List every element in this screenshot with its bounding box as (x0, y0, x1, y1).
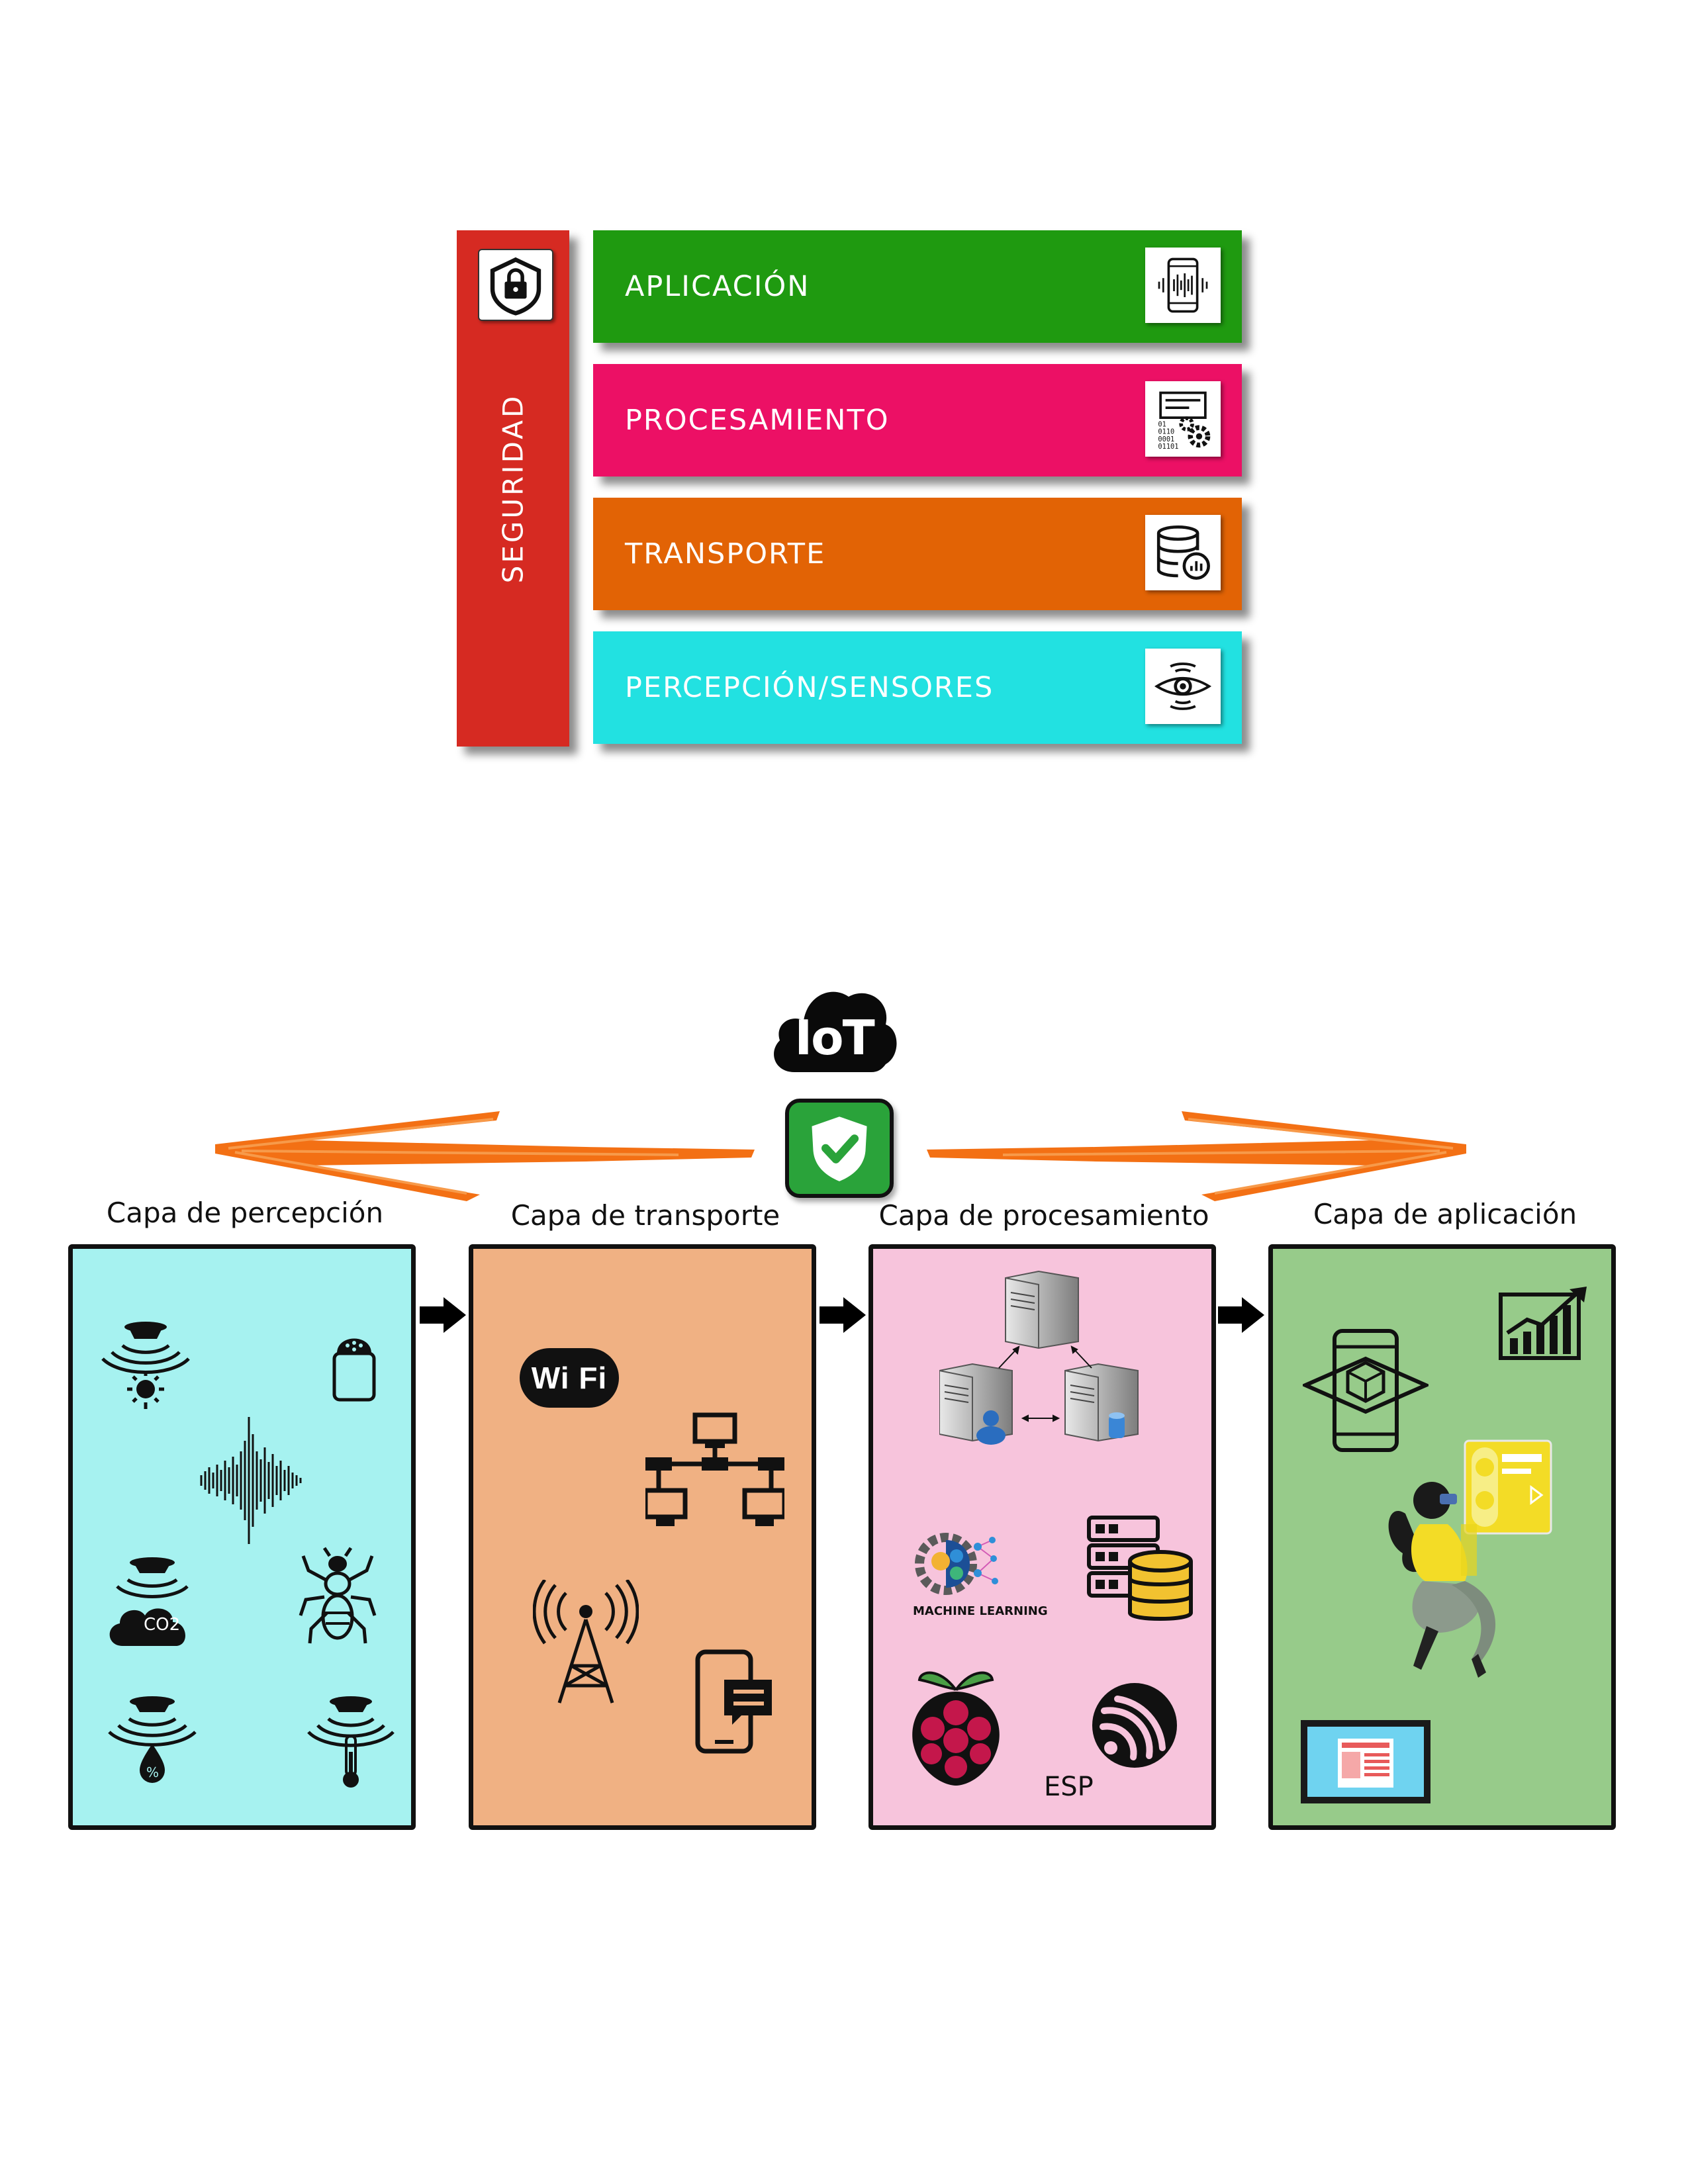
iot-cloud: IoT (768, 973, 900, 1079)
column-title-application: Capa de aplicación (1313, 1198, 1577, 1230)
cell-tower-icon (533, 1580, 639, 1704)
column-application (1268, 1244, 1616, 1830)
security-label: SEGURIDAD (496, 393, 530, 584)
flow-arrow-1 (420, 1297, 466, 1336)
co2-sensor-icon (109, 1557, 189, 1646)
server-top (1005, 1270, 1079, 1349)
layer-processing-icon-box: 01 0110 0001 01101 (1145, 381, 1221, 457)
vibration-waveform-icon (200, 1417, 302, 1544)
svg-text:0001: 0001 (1158, 435, 1174, 443)
mobile-chat-icon (695, 1649, 772, 1754)
security-shield-badge (785, 1099, 894, 1198)
svg-text:01101: 01101 (1158, 443, 1178, 450)
co2-label: CO2 (144, 1615, 181, 1635)
sensor-eye-icon (1154, 662, 1212, 710)
arrow-right-icon (927, 1111, 1466, 1201)
machine-learning-label: MACHINE LEARNING (913, 1604, 1048, 1618)
svg-text:0110: 0110 (1158, 428, 1174, 436)
layer-application-icon-box (1145, 248, 1221, 323)
server-cluster-icon (939, 1270, 1139, 1445)
insect-icon (299, 1547, 377, 1644)
salt-shaker-sensor-icon (332, 1338, 376, 1402)
layer-processing-label: PROCESAMIENTO (625, 404, 890, 437)
right-arrow-icon (1218, 1297, 1264, 1333)
security-icon-box (478, 249, 553, 321)
svg-text:01: 01 (1158, 420, 1166, 428)
security-bar: SEGURIDAD (457, 230, 569, 747)
column-title-transport: Capa de transporte (510, 1199, 780, 1232)
column-title-perception: Capa de percepción (106, 1197, 384, 1229)
server-right (1064, 1363, 1139, 1442)
temperature-sensor-icon (307, 1696, 395, 1788)
iot-label: IoT (794, 1010, 874, 1066)
database-chart-icon (1156, 525, 1210, 580)
column-processing: MACHINE LEARNING ESP (868, 1244, 1216, 1830)
layer-perception: PERCEPCIÓN/SENSORES (593, 631, 1242, 744)
growth-chart-icon (1499, 1287, 1587, 1360)
layer-transport: TRANSPORTE (593, 498, 1242, 610)
arrow-right (927, 1102, 1466, 1201)
shield-check-icon (812, 1116, 867, 1181)
server-left (939, 1363, 1013, 1445)
data-gears-icon: 01 0110 0001 01101 (1158, 391, 1211, 450)
esp-logo-icon (1092, 1683, 1177, 1768)
layer-perception-icon-box (1145, 649, 1221, 724)
esp-label: ESP (1044, 1772, 1094, 1802)
layer-perception-label: PERCEPCIÓN/SENSORES (625, 671, 994, 704)
column-transport: Wi Fi (469, 1244, 816, 1830)
humidity-sensor-icon: % (108, 1696, 197, 1783)
cloud-icon (774, 991, 897, 1072)
network-topology-icon (645, 1412, 784, 1526)
server-database-icon (1087, 1516, 1193, 1621)
layer-processing: PROCESAMIENTO 01 0110 0001 01101 (593, 364, 1242, 477)
raspberry-pi-icon (912, 1671, 1000, 1786)
right-arrow-icon (820, 1297, 866, 1333)
column-perception: CO2 % (68, 1244, 416, 1830)
arrow-left (215, 1102, 755, 1201)
light-sensor-icon (101, 1322, 190, 1409)
machine-learning-icon (915, 1533, 998, 1595)
wifi-label: Wi Fi (531, 1361, 608, 1395)
shield-lock-icon (490, 257, 541, 316)
svg-text:%: % (146, 1764, 159, 1780)
smartphone-soundwave-icon (1158, 257, 1208, 313)
right-arrow-icon (420, 1297, 466, 1333)
flow-arrow-2 (820, 1297, 866, 1336)
layer-transport-label: TRANSPORTE (625, 537, 826, 570)
layer-transport-icon-box (1145, 515, 1221, 590)
wifi-logo: Wi Fi (520, 1348, 619, 1408)
tablet-webpage-icon (1301, 1720, 1430, 1803)
arrow-left-icon (215, 1111, 755, 1201)
flow-arrow-3 (1218, 1297, 1264, 1336)
ar-smartphone-icon (1303, 1329, 1429, 1452)
column-title-processing: Capa de procesamiento (878, 1199, 1209, 1232)
person-vr-illustration (1388, 1439, 1552, 1678)
layer-application: APLICACIÓN (593, 230, 1242, 343)
layer-application-label: APLICACIÓN (625, 270, 810, 303)
